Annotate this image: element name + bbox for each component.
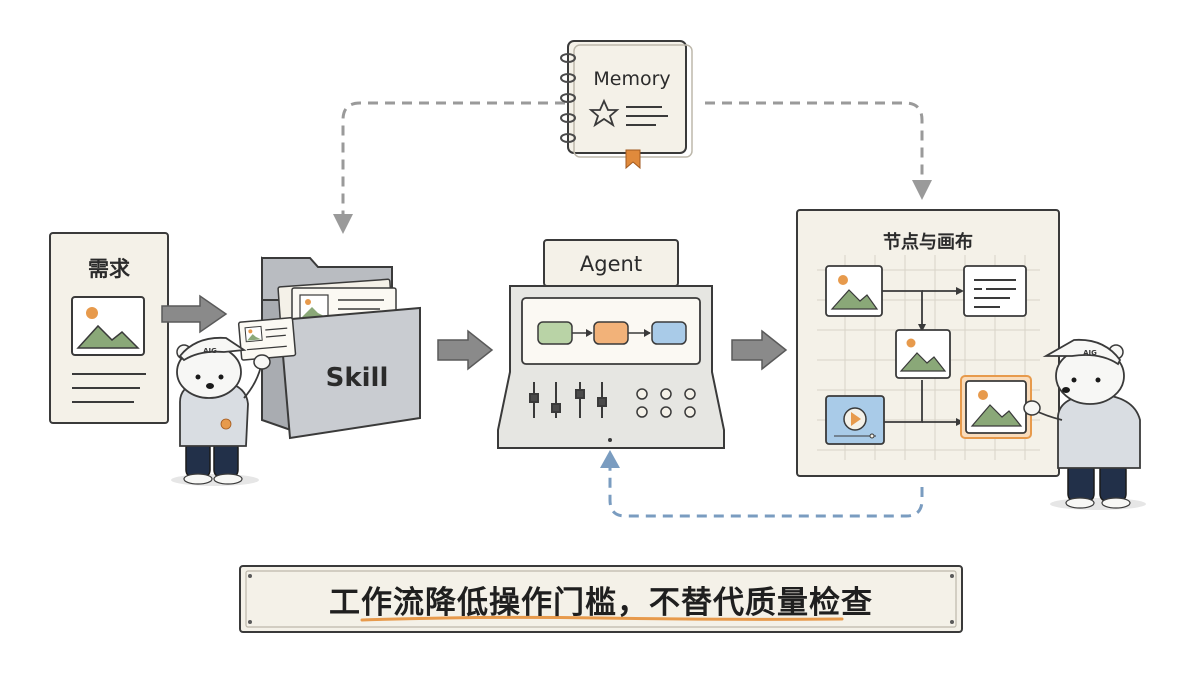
- text-node-top-right: [963, 265, 1027, 317]
- feedback-loop: [600, 450, 924, 518]
- memory-label: Memory: [593, 68, 670, 90]
- agent-label: Agent: [580, 252, 642, 276]
- canvas-connectors: [882, 290, 962, 423]
- video-node: [825, 395, 885, 445]
- bear-mascot-left: AIG: [171, 336, 271, 486]
- requirement-label: 需求: [88, 257, 130, 281]
- star-icon: [588, 98, 620, 128]
- svg-text:AIG: AIG: [203, 347, 217, 355]
- arrow-skill-to-agent: [437, 329, 494, 371]
- spiral-binding: [560, 53, 576, 143]
- svg-text:AIG: AIG: [1083, 349, 1097, 357]
- bear-mascot-right: AIG: [1023, 338, 1146, 510]
- memory-links: [333, 101, 932, 234]
- caption-plaque: [239, 565, 963, 633]
- agent-console: Agent: [497, 239, 725, 449]
- canvas-label: 节点与画布: [883, 231, 973, 253]
- image-node-center: [895, 329, 951, 379]
- image-icon: [71, 296, 145, 356]
- slider-controls: [529, 382, 607, 418]
- canvas-board: 节点与画布: [796, 209, 1060, 477]
- caption-underline: [360, 615, 844, 622]
- memory-notebook: Memory: [560, 40, 693, 170]
- bookmark-icon: [625, 149, 641, 170]
- skill-folder: Skill: [237, 256, 421, 440]
- arrow-agent-to-canvas: [731, 329, 788, 371]
- image-node-top-left: [825, 265, 883, 317]
- skill-label: Skill: [326, 363, 389, 393]
- requirement-document: 需求: [49, 232, 169, 424]
- knob-controls: [636, 388, 696, 418]
- skill-card: [237, 317, 297, 361]
- play-icon: [851, 412, 861, 426]
- caption-text: 工作流降低操作门槛，不替代质量检查: [329, 584, 873, 621]
- arrow-requirement-to-skill: [161, 294, 228, 334]
- flow-arrows: [161, 294, 788, 371]
- image-node-selected: [960, 375, 1032, 439]
- pipeline-nodes: [537, 321, 687, 345]
